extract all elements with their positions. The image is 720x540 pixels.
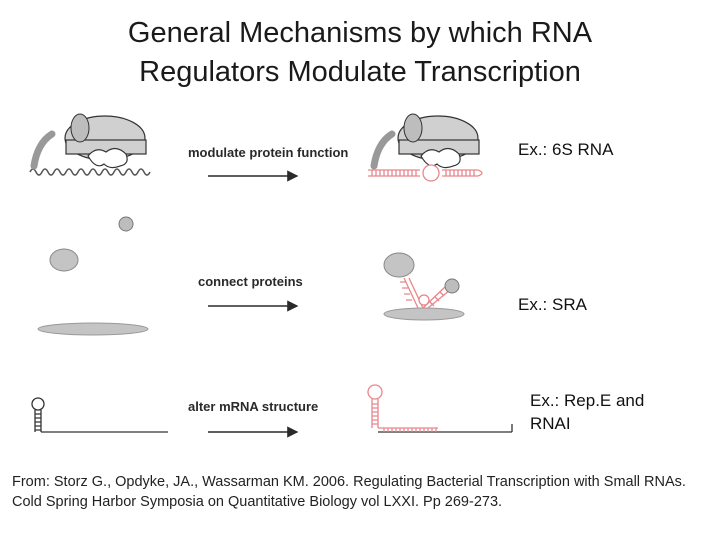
medium-protein bbox=[49, 248, 79, 272]
clamp-subunit bbox=[87, 147, 128, 169]
title-line-1: General Mechanisms by which RNA bbox=[127, 17, 593, 49]
sigma-factor bbox=[30, 130, 56, 170]
title-line-2: Regulators Modulate Transcription bbox=[139, 56, 581, 88]
mrna-hairpin-illustration bbox=[31, 397, 168, 433]
dna-helix bbox=[29, 168, 151, 176]
example-label-1: Ex.: 6S RNA bbox=[518, 140, 614, 159]
example-label-3-line-1: Ex.: Rep.E and bbox=[530, 391, 645, 410]
example-label-3: Ex.: Rep.E and RNAI bbox=[530, 389, 644, 435]
mrna-rnai-paired-illustration bbox=[367, 384, 513, 433]
process-label-3: alter mRNA structure bbox=[188, 399, 318, 414]
flat-protein bbox=[37, 322, 149, 336]
polymerase-on-dna-illustration bbox=[29, 113, 151, 176]
slide-title: General Mechanisms by which RNA Regulato… bbox=[0, 14, 720, 92]
6s-rna-structure bbox=[368, 164, 483, 182]
sigma-factor-result bbox=[370, 130, 396, 170]
small-protein bbox=[118, 216, 134, 232]
sra-rna-structure bbox=[400, 277, 451, 309]
example-label-3-line-2: RNAI bbox=[530, 414, 571, 433]
separate-proteins-illustration bbox=[37, 216, 149, 336]
polymerase-bound-6s-rna-illustration bbox=[368, 113, 483, 182]
sra-connected-proteins-illustration bbox=[383, 252, 465, 321]
example-label-2: Ex.: SRA bbox=[518, 295, 587, 314]
process-label-1: modulate protein function bbox=[188, 145, 348, 160]
rnai-structure bbox=[367, 384, 438, 432]
citation-text: From: Storz G., Opdyke, JA., Wassarman K… bbox=[12, 474, 686, 510]
process-label-2: connect proteins bbox=[198, 274, 303, 289]
